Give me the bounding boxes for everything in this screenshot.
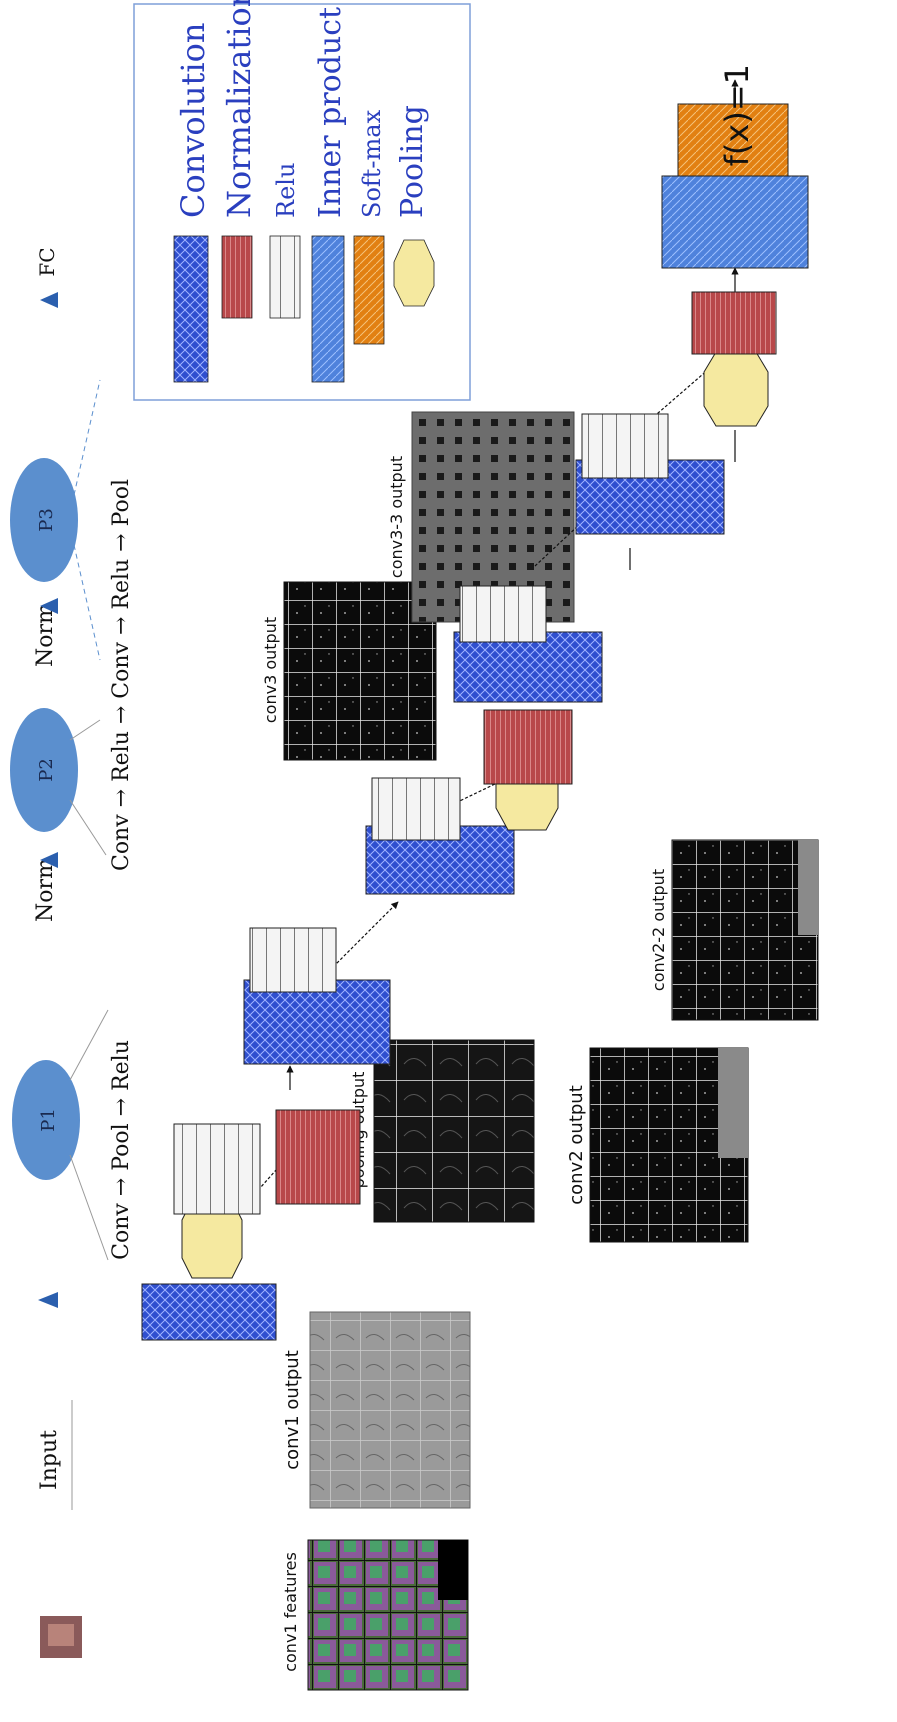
node-p2 xyxy=(10,708,78,832)
block-relu-5 xyxy=(581,413,669,479)
legend-label-relu: Relu xyxy=(272,163,300,218)
top-flow: Input P1 Conv → Pool → Relu Norm P2 Conv… xyxy=(10,247,134,1658)
block-norm-2 xyxy=(483,709,573,785)
p3-bracket-b xyxy=(73,379,101,496)
node-p1-label: P1 xyxy=(38,1108,59,1132)
legend-swatch-pooling xyxy=(393,239,435,307)
legend-swatch-inner-product xyxy=(311,235,345,383)
panel-conv1-output-label: conv1 output xyxy=(282,1350,303,1470)
legend-label-softmax: Soft-max xyxy=(358,109,386,218)
p2-bracket-b xyxy=(69,719,101,741)
output-label: f(x)=1 xyxy=(718,64,756,166)
legend-label-normalization: Normalization xyxy=(220,0,258,218)
panel-conv22-output xyxy=(671,839,819,1021)
p1-bracket-a xyxy=(69,1154,109,1261)
panel-conv3-output xyxy=(283,581,437,761)
legend-label-convolution: Convolution xyxy=(174,22,212,218)
p1-detail: Conv → Pool → Relu xyxy=(109,1040,134,1260)
block-inner-product xyxy=(661,175,809,269)
panel-conv1-output xyxy=(309,1311,471,1509)
block-relu-3 xyxy=(371,777,461,841)
input-label: Input xyxy=(37,1430,62,1490)
block-pool-3 xyxy=(703,351,769,427)
block-relu-1 xyxy=(173,1123,261,1215)
panel-conv2-output-mask xyxy=(718,1048,748,1158)
panel-conv22-output-mask xyxy=(798,840,818,935)
arrowhead-1 xyxy=(38,1292,58,1308)
legend-swatch-softmax xyxy=(353,235,385,345)
p2-detail: Conv → Relu → Conv → Relu → Pool xyxy=(109,479,134,871)
arrowhead-3 xyxy=(40,598,58,614)
input-thumbnail-detail xyxy=(48,1624,74,1646)
block-relu-2 xyxy=(249,927,337,993)
p2-bracket-a xyxy=(69,799,107,856)
fc-label: FC xyxy=(35,247,59,276)
arrowhead-4 xyxy=(40,292,58,308)
block-relu-4 xyxy=(459,585,547,643)
legend-swatch-convolution xyxy=(173,235,209,383)
node-p2-label: P2 xyxy=(36,758,57,782)
block-conv-1 xyxy=(141,1283,277,1341)
panel-conv2-output-label: conv2 output xyxy=(566,1085,587,1205)
node-p3-label: P3 xyxy=(36,508,57,532)
node-p1 xyxy=(12,1060,80,1180)
block-conv-4 xyxy=(453,631,603,703)
node-p3 xyxy=(10,458,78,582)
block-softmax xyxy=(677,103,789,177)
panel-conv33-output-label: conv3-3 output xyxy=(387,456,406,578)
legend-swatch-relu xyxy=(269,235,301,319)
legend-label-pooling: Pooling xyxy=(395,105,430,218)
p1-bracket-b xyxy=(69,1009,109,1081)
panel-conv3-output-label: conv3 output xyxy=(261,617,280,723)
block-conv-2 xyxy=(243,979,391,1065)
legend-label-inner-product: Inner product xyxy=(313,7,348,218)
panel-pooling-output xyxy=(373,1039,535,1223)
panel-conv1-features-blank xyxy=(438,1540,468,1600)
legend-swatch-normalization xyxy=(221,235,253,319)
norm-1-label: Norm xyxy=(33,858,58,922)
feature-panels: conv1 features conv1 output pooling outp… xyxy=(261,411,819,1691)
panel-conv1-features-label: conv1 features xyxy=(281,1552,300,1672)
panel-conv22-output-label: conv2-2 output xyxy=(649,869,668,991)
layer-pipeline: f(x)=1 xyxy=(141,64,809,1341)
block-norm-1 xyxy=(275,1109,361,1205)
legend: Convolution Normalization Relu Inner pro… xyxy=(133,0,471,401)
norm-2-label: Norm xyxy=(33,603,58,667)
p3-bracket-a xyxy=(73,544,101,661)
arrowhead-2 xyxy=(40,852,58,868)
block-norm-3 xyxy=(691,291,777,355)
